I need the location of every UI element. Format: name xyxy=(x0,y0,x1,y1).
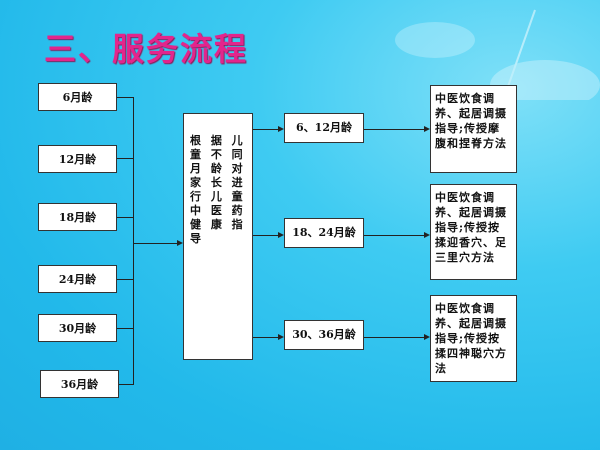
age-box-24: 24月龄 xyxy=(38,265,117,293)
arrow-icon xyxy=(278,232,284,238)
age-box-12: 12月龄 xyxy=(38,145,117,173)
guidance-box-6-12: 中医饮食调养、起居调摄指导;传授摩腹和捏脊方法 xyxy=(430,85,517,173)
page-title: 三、服务流程 xyxy=(44,30,249,68)
connector xyxy=(117,97,133,98)
guidance-box-18-24: 中医饮食调养、起居调摄指导;传授按揉迎香穴、足三里穴方法 xyxy=(430,184,517,280)
age-box-30: 30月龄 xyxy=(38,314,117,342)
connector xyxy=(117,217,133,218)
group-box-30-36: 30、36月龄 xyxy=(284,320,364,350)
age-box-18: 18月龄 xyxy=(38,203,117,231)
bracket-line xyxy=(133,97,134,385)
center-box: 根 据 儿 童 不 同 月 龄 对 家 长 进 行 儿 童 中 医 药 健 康 … xyxy=(183,113,253,360)
arrow-icon xyxy=(177,240,183,246)
connector xyxy=(117,279,133,280)
arrow-icon xyxy=(424,334,430,340)
connector xyxy=(364,337,424,338)
arrow-icon xyxy=(278,126,284,132)
connector xyxy=(119,384,133,385)
cloud-decoration xyxy=(395,9,600,100)
arrow-icon xyxy=(424,232,430,238)
connector xyxy=(133,243,177,244)
arrow-icon xyxy=(424,126,430,132)
connector xyxy=(253,337,278,338)
connector xyxy=(117,328,133,329)
group-box-18-24: 18、24月龄 xyxy=(284,218,364,248)
connector xyxy=(253,235,278,236)
guidance-box-30-36: 中医饮食调养、起居调摄指导;传授按揉四神聪穴方法 xyxy=(430,295,517,382)
connector xyxy=(364,235,424,236)
connector xyxy=(253,129,278,130)
connector xyxy=(117,158,133,159)
group-box-6-12: 6、12月龄 xyxy=(284,113,364,143)
age-box-36: 36月龄 xyxy=(40,370,119,398)
age-box-6: 6月龄 xyxy=(38,83,117,111)
connector xyxy=(364,129,424,130)
arrow-icon xyxy=(278,334,284,340)
